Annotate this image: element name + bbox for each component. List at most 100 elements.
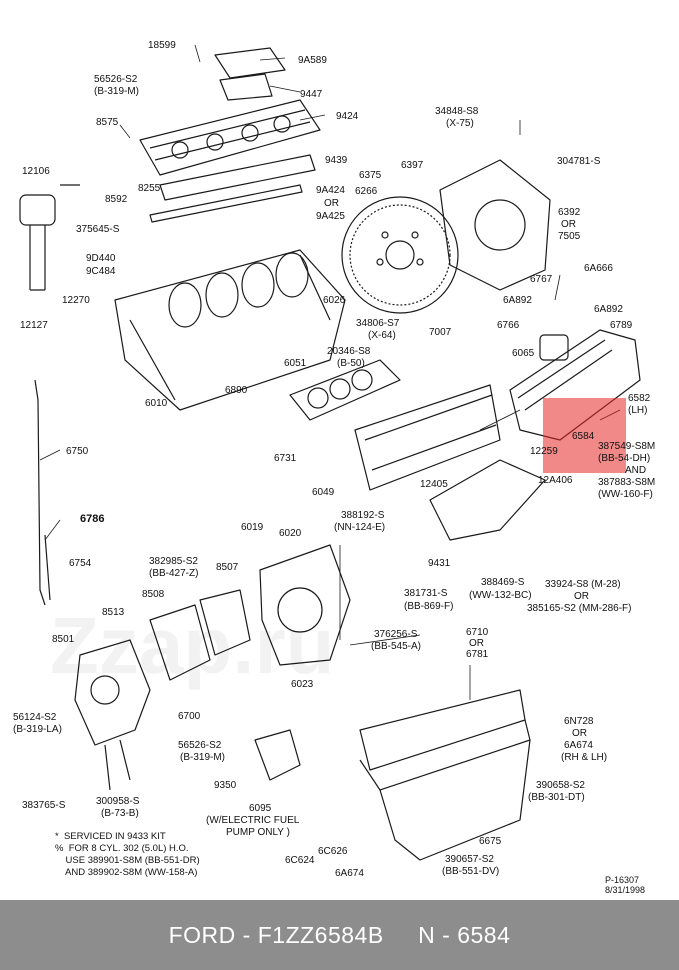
exploded-engine-diagram [19,44,641,861]
water-pump-drawing [74,639,151,791]
part-label: (BB-869-F) [404,601,454,612]
note-line: AND 389902-S8M (WW-158-A) [55,867,198,878]
part-label: 6767 [530,274,553,285]
part-label: 6789 [610,320,633,331]
part-label: 6A892 [594,304,623,315]
part-label: (BB-301-DT) [528,792,585,803]
part-label: 383765-S [22,800,66,811]
part-label: 20346-S8 [327,346,371,357]
part-label: 6675 [479,836,502,847]
part-label: (BB-551-DV) [442,866,500,877]
part-label: 6N728 [564,716,594,727]
part-label: 6065 [512,348,535,359]
part-label: (LH) [628,405,648,416]
part-label: 8255 [138,183,161,194]
part-label: 6095 [249,803,272,814]
drawing-date: 8/31/1998 [605,885,646,895]
part-label: (B-73-B) [101,808,139,819]
part-label: OR [572,728,587,739]
part-label: 390657-S2 [445,854,494,865]
part-label: 6019 [241,522,264,533]
part-label: 381731-S [404,588,448,599]
part-label: 388469-S [481,577,525,588]
part-label: 385165-S2 (MM-286-F) [527,603,632,614]
part-number: F1ZZ6584B [257,921,384,948]
part-label: 6020 [279,528,302,539]
part-label: (BB-545-A) [371,641,422,652]
part-label: 34806-S7 [356,318,400,329]
flywheel-drawing [341,196,459,314]
part-label: 9A424 [316,185,345,196]
part-label: 6584 [572,431,595,442]
part-label: 6A674 [564,740,593,751]
part-label: 8513 [102,607,125,618]
part-label: 18599 [148,40,176,51]
highlighted-part-region [543,398,626,473]
part-label: 12270 [62,295,90,306]
part-label: 375645-S [76,224,120,235]
part-label: 7007 [429,327,452,338]
part-label: (WW-160-F) [598,489,653,500]
brand-name: FORD [168,921,236,948]
part-label: 387883-S8M [598,477,656,488]
part-label: (X-64) [368,330,396,341]
part-label: 9A425 [316,211,345,222]
part-label: 12259 [530,446,558,457]
part-label: (B-319-LA) [13,724,62,735]
part-label: 304781-S [557,156,601,167]
bell-housing-drawing [439,159,551,291]
intake-manifold-drawing [139,47,321,176]
part-label: 9447 [300,89,323,100]
part-label: 8575 [96,117,119,128]
timing-cover-drawing [259,544,351,666]
part-label: 7505 [558,231,581,242]
fuel-pump-drawing [254,729,301,781]
part-label: 6026 [323,295,346,306]
part-label: 34848-S8 [435,106,479,117]
part-label: PUMP ONLY ) [226,827,290,838]
part-label: 388192-S [341,510,385,521]
note-line: USE 389901-S8M (BB-551-DR) [55,855,200,866]
part-label: 8507 [216,562,239,573]
distributor-drawing [19,184,80,291]
part-label: 56526-S2 [178,740,222,751]
part-label: 6A892 [503,295,532,306]
part-label: 6375 [359,170,382,181]
intake-gasket-drawing [159,154,316,201]
part-label: 56526-S2 [94,74,138,85]
part-label: (WW-132-BC) [469,590,532,601]
part-label: 382985-S2 [149,556,198,567]
part-label: 33924-S8 (M-28) [545,579,621,590]
part-label: 6700 [178,711,201,722]
part-label: OR [469,638,484,649]
part-label: 12405 [420,479,448,490]
part-label: 6C624 [285,855,315,866]
diagram-code: 6584 [457,921,511,948]
drawing-id: P-16307 [605,875,640,885]
part-label: 9A589 [298,55,327,66]
part-label: 6051 [284,358,307,369]
part-label: 9C484 [86,266,116,277]
part-label: 9350 [214,780,237,791]
part-label: 376256-S [374,629,418,640]
part-label: 6266 [355,186,378,197]
part-label: 390658-S2 [536,780,585,791]
part-label: 6781 [466,649,489,660]
part-label: 387549-S8M [598,441,656,452]
part-label: 6710 [466,627,489,638]
part-label: OR [561,219,576,230]
part-label: OR [324,198,339,209]
part-label: 6750 [66,446,89,457]
part-label: 6023 [291,679,314,690]
engine-block-drawing [114,249,346,411]
part-label: (B-50) [337,358,365,369]
caption-gap [384,922,418,949]
part-label: 9439 [325,155,348,166]
cylinder-head-drawing [354,384,501,491]
part-label: (W/ELECTRIC FUEL [206,815,300,826]
part-label: (X-75) [446,118,474,129]
part-label: 6890 [225,385,248,396]
caption-separator: - [235,921,258,948]
part-label: (BB-427-Z) [149,568,199,579]
part-label: 12A406 [538,475,573,486]
